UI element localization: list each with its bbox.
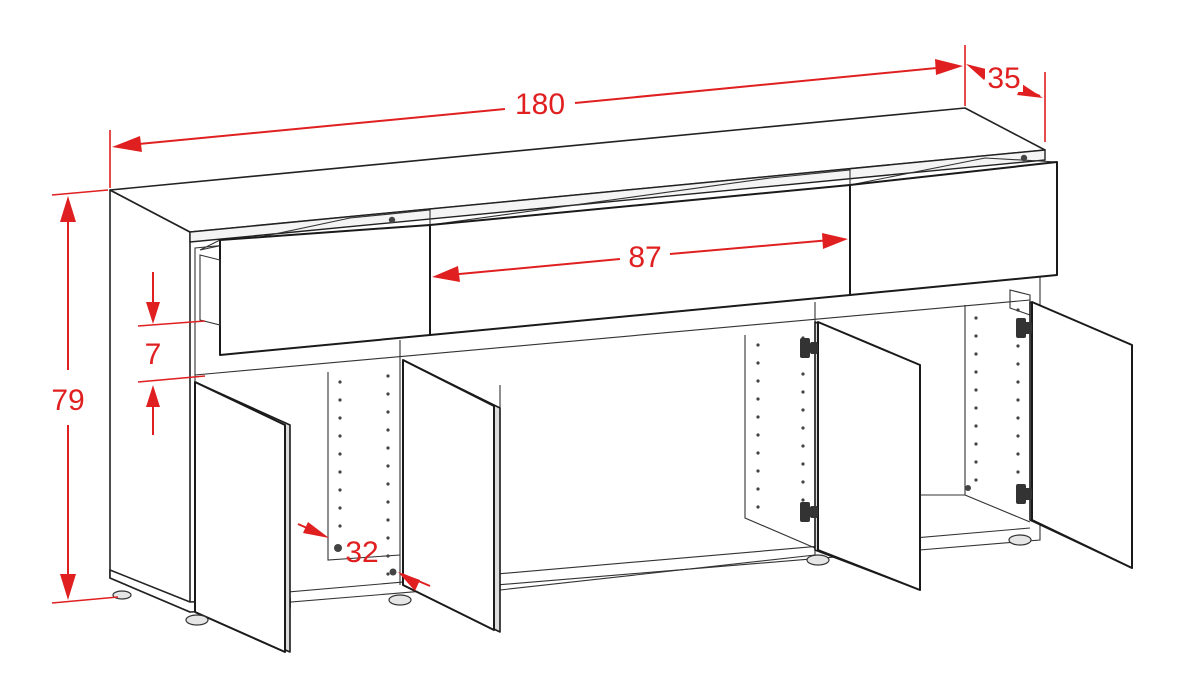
compartment-1-side [327,372,401,561]
height-extension-top [51,189,109,196]
drawers [199,154,1058,356]
width-dimension: 180 [109,45,966,188]
arrow-head [1017,84,1043,98]
shelf-pin-holes [338,308,1020,576]
arrow-head [822,233,848,249]
height-extension-bottom [51,596,119,604]
door-3 [817,321,921,591]
arrow-head [935,59,963,75]
drawer-width-label: 87 [628,241,661,274]
drawer-height-label: 7 [145,338,162,371]
arrow-head [60,574,76,600]
compartment-2-floor [499,385,816,591]
arrow-head [432,266,460,282]
drawer-height-dimension: 7 [137,272,206,435]
hinge-icon [800,502,818,522]
depth-label: 35 [987,62,1020,95]
arrow-head [60,196,76,222]
hinge-icon [800,338,818,358]
arrow-head [303,522,329,538]
hinge-icon [1016,484,1032,504]
foot [388,594,412,606]
width-label: 180 [515,88,565,121]
arrow-head [146,302,160,324]
arrow-head [146,385,160,407]
right-drawer-runner [1009,289,1031,316]
cam-lock [389,568,397,576]
shelf-depth-dimension: 32 [297,522,431,591]
feet [112,534,1032,626]
drawer-height-extension-bottom [137,375,206,383]
foot [1008,534,1032,546]
arrow-head [112,136,142,152]
hinges [334,318,1032,576]
left-drawer-side [199,254,221,326]
drawer-width-dimension: 87 [432,233,848,282]
left-drawer-front [219,224,431,356]
height-dimension: 79 [51,189,119,604]
arrow-head [398,572,420,591]
open-doors [194,301,1133,653]
depth-label-bg [985,62,1023,92]
foot [185,614,209,626]
door-4 [1031,301,1133,569]
left-drawer-stop [388,216,396,224]
door-2 [402,359,495,631]
upper-compartment-shelf [194,299,1031,376]
width-line-left [117,108,506,147]
hinge-icon [1016,318,1032,338]
arrow-head [966,64,990,80]
shelf-depth-label: 32 [345,536,378,569]
drawer-height-extension-top [137,320,206,327]
cam-lock [965,485,971,491]
door-1 [194,381,286,653]
cam-lock [334,544,342,552]
left-drawer-box [199,209,431,251]
compartment-3-side [744,335,816,549]
drawer-width-line-right [669,238,843,255]
right-drawer-front [849,161,1058,296]
top-board-front-edge [189,149,1046,243]
drawer-width-line-left [437,258,621,277]
depth-dimension: 35 [966,62,1046,142]
right-drawer-stop [1020,154,1028,162]
foot [806,554,830,566]
height-label: 79 [51,384,84,417]
width-line-right [574,65,958,104]
